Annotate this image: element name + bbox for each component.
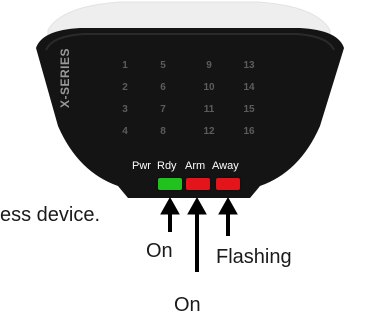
zone-1: 1: [122, 60, 128, 71]
keypad-dark-body: [36, 28, 344, 198]
zone-10: 10: [203, 82, 215, 93]
zone-15: 15: [243, 104, 255, 115]
zone-2: 2: [122, 82, 128, 93]
away-state-caption: Flashing: [216, 246, 292, 268]
led-label-pwr: Pwr: [132, 160, 151, 172]
zone-14: 14: [243, 82, 255, 93]
keypad-edge-highlight: [45, 33, 335, 51]
series-label: X-SERIES: [58, 47, 72, 108]
zone-7: 7: [160, 104, 166, 115]
zone-indicator-grid: 1 2 3 4 5 6 7 8 9 10 11 12 13 14 15 16: [112, 60, 272, 142]
zone-4: 4: [122, 126, 128, 137]
led-label-away: Away: [212, 160, 239, 172]
led-label-arm: Arm: [185, 160, 206, 172]
zone-9: 9: [206, 60, 212, 71]
zone-5: 5: [160, 60, 166, 71]
led-label-rdy: Rdy: [157, 160, 177, 172]
zone-8: 8: [160, 126, 166, 137]
rdy-state-caption: On: [146, 240, 173, 262]
zone-11: 11: [203, 104, 215, 115]
zone-12: 12: [203, 126, 215, 137]
arrows: [160, 196, 238, 272]
zone-6: 6: [160, 82, 166, 93]
zone-13: 13: [243, 60, 255, 71]
arm-state-caption: On: [174, 294, 201, 316]
away-led-indicator: [216, 178, 240, 190]
zone-16: 16: [243, 126, 255, 137]
zone-3: 3: [122, 104, 128, 115]
arm-led-indicator: [186, 178, 210, 190]
side-caption-text: ess device.: [0, 204, 101, 226]
rdy-led-indicator: [158, 178, 182, 190]
